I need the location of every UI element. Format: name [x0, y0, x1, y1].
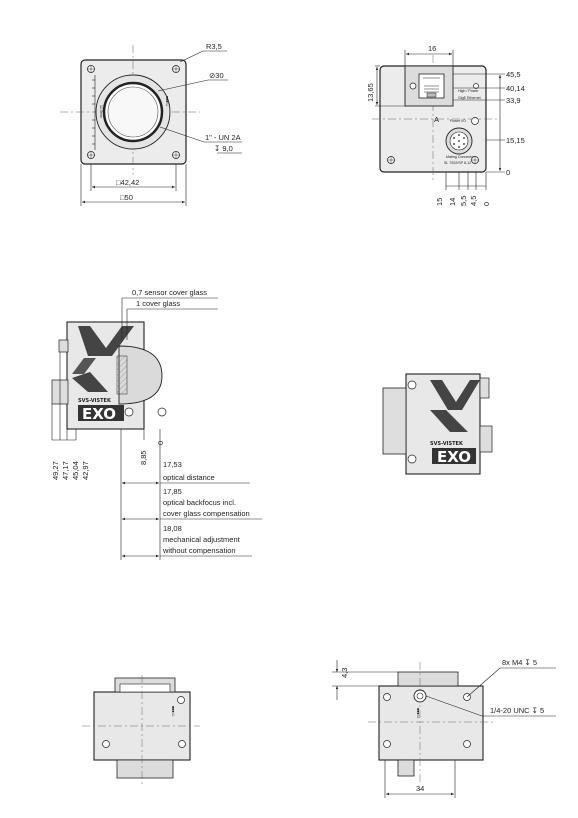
- bottom-width-label: 34: [416, 784, 424, 793]
- other-logo-small: SVS-VISTEK: [430, 441, 464, 447]
- optical-1-value: 17,85: [163, 487, 182, 496]
- dim-right-2: 33,9: [506, 96, 521, 105]
- ethernet-label-2: GigE Ethernet: [458, 96, 481, 100]
- left-dim-1: 47,17: [61, 461, 70, 480]
- thread-depth-label: ↧ 9,0: [214, 144, 233, 153]
- optical-1-line-0: optical backfocus incl.: [163, 498, 236, 507]
- rear-view: High / Power GigE Ethernet A Power I/O M…: [366, 44, 525, 206]
- bottom-top-offset: 4,3: [340, 668, 349, 678]
- lens-diameter-label: ⊘30: [209, 71, 224, 80]
- bottom-lens-text: ■■■ Ll: [416, 708, 420, 719]
- outer-square-label: □50: [120, 193, 133, 202]
- dim-bottom-1: 14: [448, 198, 457, 206]
- optical-0-line-0: optical distance: [163, 473, 215, 482]
- dim-bottom-2: 5,5: [459, 196, 468, 206]
- other-logo-big: EXO: [437, 448, 471, 466]
- dim-bottom-3: 4,5: [469, 196, 478, 206]
- dim-right-4: 0: [506, 168, 510, 177]
- lens-dome: [118, 345, 163, 405]
- optical-2-value: 18,08: [163, 524, 182, 533]
- side-view: SVS-VISTEK EXO 0,7 sensor cover glass 1 …: [51, 288, 262, 560]
- optical-2-line-0: mechanical adjustment: [163, 535, 241, 544]
- optical-1-line-1: cover glass compensation: [163, 509, 250, 518]
- power-label: Power I/O: [450, 119, 466, 123]
- bottom-view: ■■■ Ll 4,3 8x M4 ↧ 5 1/4-20 UNC ↧ 5 34: [332, 658, 556, 798]
- offset-left-label: 13,65: [366, 83, 375, 102]
- tripod-label: 1/4-20 UNC ↧ 5: [490, 706, 544, 715]
- dim-bottom-0: 15: [435, 198, 444, 206]
- optical-2-line-1: without compensation: [162, 546, 236, 555]
- screw-label: 8x M4 ↧ 5: [502, 658, 537, 667]
- serial-label-1: Mating Connector: [446, 155, 475, 159]
- other-side-view: SVS-VISTEK EXO: [382, 373, 493, 475]
- side-logo-big: EXO: [82, 405, 116, 423]
- dim-right-1: 40,14: [506, 84, 525, 93]
- left-dim-2: 45,04: [71, 461, 80, 480]
- corner-radius-label: R3,5: [206, 42, 222, 51]
- lens-text-b: 12,5mm: [99, 105, 103, 118]
- dim-right-0: 45,5: [506, 70, 521, 79]
- side-callout-1: 1 cover glass: [136, 299, 180, 308]
- front-view: ■■■ Ll 12,5mm R3,5 ⊘30 1" - UN 2A ↧ 9,0: [60, 42, 242, 206]
- side-logo-small: SVS-VISTEK: [78, 398, 112, 404]
- datum-label: A: [434, 115, 439, 124]
- lens-text-a: ■■■ Ll: [165, 96, 169, 107]
- right-dim-0: 8,85: [139, 450, 148, 465]
- inner-square-label: □42,42: [116, 178, 139, 187]
- ethernet-label-1: High / Power: [458, 89, 479, 93]
- connector-width-label: 16: [428, 44, 436, 53]
- thread-spec-label: 1" - UN 2A: [205, 133, 241, 142]
- focus-scale: [92, 75, 96, 150]
- left-dim-0: 49,27: [51, 461, 60, 480]
- left-dim-3: 42,97: [81, 461, 90, 480]
- optical-0-value: 17,53: [163, 460, 182, 469]
- top-lens-text: ■■■ Ll: [171, 706, 175, 717]
- side-callout-0: 0,7 sensor cover glass: [132, 288, 207, 297]
- dim-right-3: 15,15: [506, 136, 525, 145]
- right-dim-1: 0: [156, 441, 165, 445]
- serial-label-2: SL 7002/SP 8-12: [444, 161, 471, 165]
- dim-bottom-4: 0: [482, 202, 491, 206]
- top-view: ■■■ Ll: [82, 675, 200, 785]
